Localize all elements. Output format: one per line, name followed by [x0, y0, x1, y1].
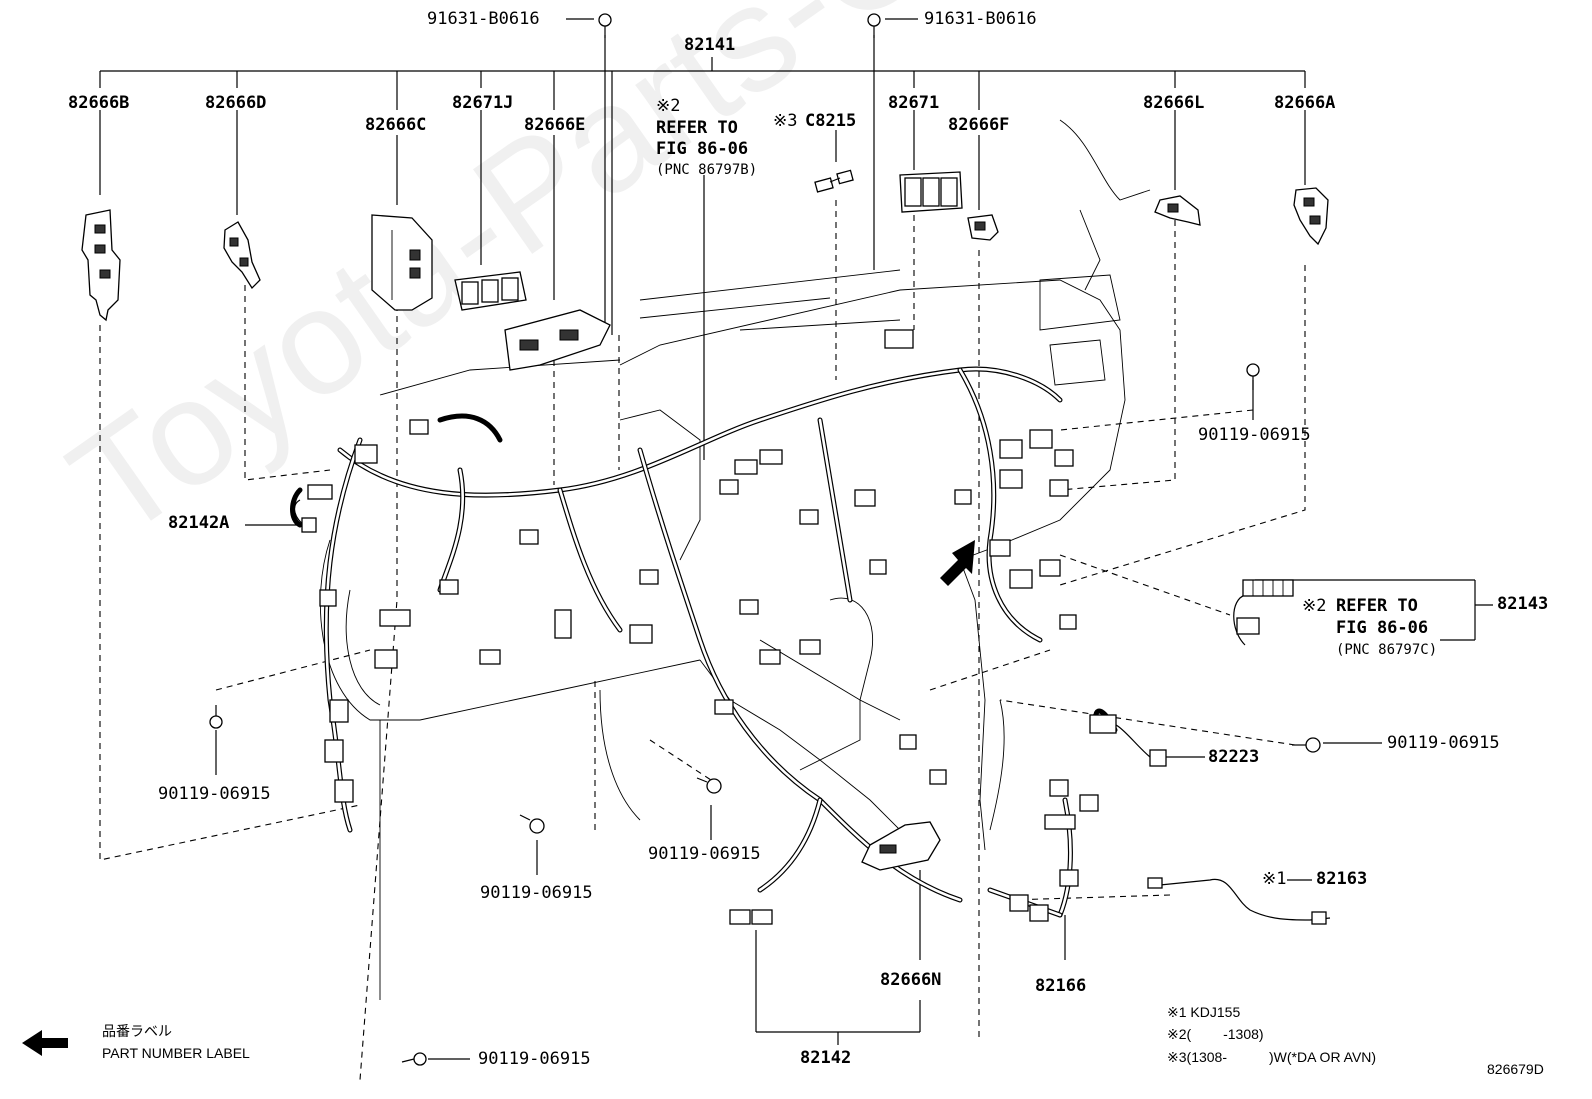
connector-cluster-center: [714, 329, 947, 785]
legend-en-label: PART NUMBER LABEL: [102, 1045, 250, 1061]
bracket-82666L: [1154, 195, 1201, 226]
note-refer-top-3: (PNC 86797B): [656, 162, 758, 178]
connector-82223: [1089, 714, 1167, 767]
bracket-82666A: [1293, 187, 1329, 246]
relay-block-82671J: [454, 271, 527, 311]
bracket-82666N: [861, 821, 941, 871]
bolt-91631-right: [867, 13, 881, 38]
label-82666B: 82666B: [68, 93, 130, 113]
label-91631-left: 91631-B0616: [427, 9, 540, 29]
label-82671J: 82671J: [452, 93, 514, 113]
bracket-82666C: [371, 214, 433, 311]
note-refer-right-1: REFER TO: [1336, 596, 1418, 616]
legend-jp-label: 品番ラベル: [102, 1023, 172, 1039]
label-82666L: 82666L: [1143, 93, 1205, 113]
footnote-2: ※2( -1308): [1167, 1026, 1264, 1042]
label-82142: 82142: [800, 1048, 852, 1068]
connector-C8215: [814, 169, 854, 193]
note-refer-top-1: REFER TO: [656, 118, 738, 138]
bolt-90119-right1: [1246, 363, 1260, 390]
label-90119-center1: 90119-06915: [480, 883, 593, 903]
label-90119-left: 90119-06915: [158, 784, 271, 804]
label-82666C: 82666C: [365, 115, 427, 135]
connector-82142A: [293, 484, 333, 533]
note-c8215-mark: ※3: [773, 111, 798, 131]
label-82142A: 82142A: [168, 513, 230, 533]
note-refer-right-mark: ※2: [1302, 596, 1327, 616]
cable-82163: [1147, 877, 1331, 925]
connector-cluster-left: [319, 419, 659, 803]
bracket-82666E: [504, 309, 611, 371]
note-refer-top-2: FIG 86-06: [656, 139, 749, 159]
bolt-91631-left: [598, 13, 612, 38]
note-refer-right-3: (PNC 86797C): [1336, 642, 1438, 658]
bolt-90119-bottom: [401, 1052, 427, 1066]
footnote-3: ※3(1308- )W(*DA OR AVN): [1167, 1049, 1377, 1065]
label-82666E: 82666E: [524, 115, 586, 135]
bolt-90119-center2: [696, 777, 722, 794]
part-number-label-arrow-icon: [22, 1030, 68, 1056]
dashboard-outline: [319, 119, 1151, 1000]
label-90119-right2: 90119-06915: [1387, 733, 1500, 753]
dashed-reference-lines: [99, 200, 1306, 1081]
harness-82166: [1009, 779, 1099, 922]
figure-code: 826679D: [1487, 1061, 1544, 1077]
relay-block-82671: [899, 171, 963, 213]
label-90119-bottom: 90119-06915: [478, 1049, 591, 1069]
note-refer-top-mark: ※2: [656, 96, 681, 116]
label-82141: 82141: [684, 35, 736, 55]
label-82223: 82223: [1208, 747, 1260, 767]
label-82666F: 82666F: [948, 115, 1010, 135]
label-82666D: 82666D: [205, 93, 267, 113]
label-90119-right1: 90119-06915: [1198, 425, 1311, 445]
footnote-1: ※1 KDJ155: [1167, 1004, 1241, 1020]
label-90119-center2: 90119-06915: [648, 844, 761, 864]
label-91631-right: 91631-B0616: [924, 9, 1037, 29]
label-C8215: C8215: [805, 111, 857, 131]
connector-82142: [729, 909, 773, 925]
label-82163: 82163: [1316, 869, 1368, 889]
bracket-82666B: [81, 209, 121, 322]
bolt-90119-left: [209, 705, 223, 729]
note-refer-right-2: FIG 86-06: [1336, 618, 1429, 638]
leader-lines: [99, 18, 1493, 1060]
connector-82143: [1233, 579, 1294, 646]
label-82143: 82143: [1497, 594, 1549, 614]
label-82671: 82671: [888, 93, 940, 113]
connector-cluster-right: [954, 429, 1077, 630]
label-82666A: 82666A: [1274, 93, 1336, 113]
bracket-82666D: [223, 221, 261, 290]
bolt-90119-center1: [519, 814, 545, 834]
bolt-90119-right2: [1292, 737, 1321, 753]
note-82163-mark: ※1: [1262, 869, 1287, 889]
label-82666N: 82666N: [880, 970, 942, 990]
label-82166: 82166: [1035, 976, 1087, 996]
bracket-82666F: [967, 214, 999, 241]
arrow-indicator: [940, 540, 975, 586]
